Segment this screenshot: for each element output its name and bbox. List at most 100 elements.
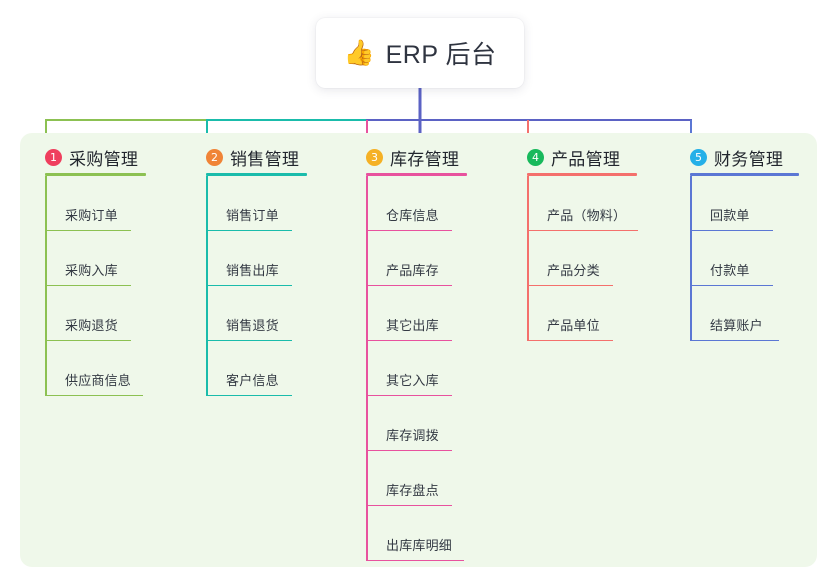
list-item-label: 产品分类: [547, 262, 600, 278]
list-item-rule: [691, 229, 773, 231]
list-item-rule: [691, 339, 779, 341]
column-number-badge: 1: [45, 148, 62, 166]
list-item-label: 产品库存: [386, 262, 439, 278]
list-item[interactable]: 产品库存: [366, 231, 467, 286]
list-item-label: 销售出库: [226, 262, 279, 278]
list-item-rule: [367, 229, 452, 231]
list-item-rule: [528, 339, 613, 341]
list-item[interactable]: 采购入库: [45, 231, 146, 286]
column-number-badge: 5: [690, 148, 707, 166]
column-items: 回款单付款单结算账户: [690, 176, 799, 341]
list-item-label: 其它入库: [386, 372, 439, 388]
column-header-4[interactable]: 4 产品管理: [527, 146, 638, 169]
list-item-label: 产品单位: [547, 317, 600, 333]
list-item[interactable]: 库存盘点: [366, 451, 467, 506]
list-item-label: 产品（物料）: [547, 207, 627, 223]
list-item-label: 出库库明细: [386, 537, 453, 553]
list-item-rule: [367, 559, 464, 561]
column-title: 销售管理: [230, 149, 300, 169]
column-header-2[interactable]: 2 销售管理: [206, 146, 307, 169]
list-item[interactable]: 采购订单: [45, 176, 146, 231]
root-title: ERP 后台: [385, 41, 497, 69]
list-item-rule: [207, 394, 292, 396]
list-item[interactable]: 其它出库: [366, 286, 467, 341]
list-item-rule: [367, 339, 452, 341]
list-item-label: 其它出库: [386, 317, 439, 333]
list-item-rule: [367, 284, 452, 286]
column-4: 4 产品管理产品（物料） 产品分类产品单位: [527, 146, 638, 341]
column-spine: [690, 176, 692, 341]
column-title: 库存管理: [390, 149, 460, 169]
column-title: 采购管理: [69, 149, 139, 169]
column-title: 产品管理: [551, 149, 621, 169]
column-header-1[interactable]: 1 采购管理: [45, 146, 146, 169]
list-item[interactable]: 销售退货: [206, 286, 307, 341]
list-item[interactable]: 产品（物料）: [527, 176, 638, 231]
list-item-label: 库存调拨: [386, 427, 439, 443]
list-item[interactable]: 库存调拨: [366, 396, 467, 451]
column-header-5[interactable]: 5 财务管理: [690, 146, 799, 169]
column-number-badge: 3: [366, 148, 383, 166]
column-1: 1 采购管理采购订单采购入库采购退货供应商信息: [45, 146, 146, 396]
column-header-rule: [206, 173, 307, 176]
list-item-label: 仓库信息: [386, 207, 439, 223]
column-header-3[interactable]: 3 库存管理: [366, 146, 467, 169]
list-item-rule: [528, 229, 638, 231]
column-spine: [45, 176, 47, 396]
list-item-label: 库存盘点: [386, 482, 439, 498]
thumbs-up-icon: 👍: [343, 38, 375, 67]
list-item[interactable]: 供应商信息: [45, 341, 146, 396]
list-item-rule: [46, 229, 131, 231]
list-item-rule: [367, 394, 452, 396]
list-item[interactable]: 产品分类: [527, 231, 638, 286]
column-5: 5 财务管理回款单付款单结算账户: [690, 146, 799, 341]
list-item[interactable]: 回款单: [690, 176, 799, 231]
column-spine: [206, 176, 208, 396]
diagram-panel: [20, 133, 817, 567]
list-item[interactable]: 产品单位: [527, 286, 638, 341]
list-item-label: 采购订单: [65, 207, 118, 223]
column-items: 销售订单销售出库销售退货客户信息: [206, 176, 307, 396]
list-item[interactable]: 销售出库: [206, 231, 307, 286]
list-item-label: 采购入库: [65, 262, 118, 278]
column-title: 财务管理: [714, 149, 784, 169]
list-item-label: 付款单: [710, 262, 750, 278]
list-item[interactable]: 仓库信息: [366, 176, 467, 231]
column-header-rule: [366, 173, 467, 176]
list-item[interactable]: 出库库明细: [366, 506, 467, 561]
list-item-rule: [207, 229, 292, 231]
column-header-rule: [690, 173, 799, 176]
list-item-label: 回款单: [710, 207, 750, 223]
list-item[interactable]: 采购退货: [45, 286, 146, 341]
column-items: 采购订单采购入库采购退货供应商信息: [45, 176, 146, 396]
list-item-rule: [207, 339, 292, 341]
column-number-badge: 4: [527, 148, 544, 166]
column-header-rule: [45, 173, 146, 176]
list-item-rule: [46, 284, 131, 286]
list-item[interactable]: 其它入库: [366, 341, 467, 396]
list-item-label: 供应商信息: [65, 372, 132, 388]
list-item-rule: [528, 284, 613, 286]
list-item-rule: [46, 339, 131, 341]
list-item-label: 客户信息: [226, 372, 279, 388]
column-spine: [366, 176, 368, 561]
list-item-rule: [367, 504, 452, 506]
list-item[interactable]: 结算账户: [690, 286, 799, 341]
column-2: 2 销售管理销售订单销售出库销售退货客户信息: [206, 146, 307, 396]
list-item[interactable]: 付款单: [690, 231, 799, 286]
list-item-rule: [367, 449, 452, 451]
column-3: 3 库存管理仓库信息产品库存其它出库其它入库库存调拨库存盘点出库库明细: [366, 146, 467, 561]
list-item[interactable]: 客户信息: [206, 341, 307, 396]
list-item-label: 结算账户: [710, 317, 763, 333]
list-item-rule: [46, 394, 143, 396]
list-item[interactable]: 销售订单: [206, 176, 307, 231]
column-items: 仓库信息产品库存其它出库其它入库库存调拨库存盘点出库库明细: [366, 176, 467, 561]
list-item-label: 销售退货: [226, 317, 279, 333]
list-item-rule: [691, 284, 773, 286]
list-item-rule: [207, 284, 292, 286]
column-header-rule: [527, 173, 637, 176]
list-item-label: 采购退货: [65, 317, 118, 333]
column-number-badge: 2: [206, 148, 223, 166]
root-node-card[interactable]: 👍 ERP 后台: [316, 18, 524, 88]
column-spine: [527, 176, 529, 341]
